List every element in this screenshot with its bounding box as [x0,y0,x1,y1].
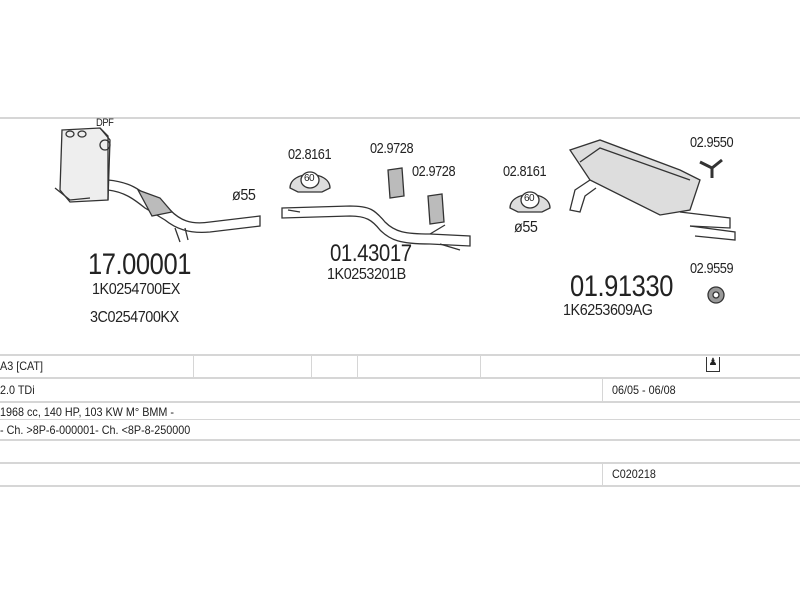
chassis-cell: - Ch. >8P-6-000001- Ch. <8P-8-250000 [0,423,191,437]
oem-number: 3C0254700KX [90,309,179,326]
specs-cell: 1968 cc, 140 HP, 103 KW M° BMM - [0,405,174,419]
part-number[interactable]: 01.91330 [570,270,673,303]
diameter-label: ø55 [514,219,538,236]
accessory-number[interactable]: 02.9728 [370,140,414,157]
clamp-size: 60 [304,173,315,184]
oem-number: 1K6253609AG [563,302,653,319]
rubber-hanger-icon [387,158,725,304]
code-cell: C020218 [612,467,656,481]
part-number[interactable]: 01.43017 [330,240,412,267]
clamp-icon [289,171,551,213]
oem-number: 1K0254700EX [92,281,180,298]
document-icon[interactable]: ♟ [706,357,720,372]
dpf-catalyst-drawing [54,127,261,243]
part-number[interactable]: 17.00001 [88,248,191,281]
dpf-label: DPF [96,117,114,129]
center-pipe-drawing [281,205,471,251]
oem-number: 1K0253201B [327,266,406,283]
clamp-size: 60 [524,193,535,204]
accessory-number[interactable]: 02.9728 [412,163,456,180]
engine-cell: 2.0 TDi [0,383,35,397]
diameter-label: ø55 [232,187,256,204]
accessory-number[interactable]: 02.8161 [503,163,547,180]
accessory-number[interactable]: 02.9559 [690,260,734,277]
years-cell: 06/05 - 06/08 [612,383,676,397]
exhaust-system-drawing [54,127,736,304]
rear-muffler-drawing [568,139,736,241]
accessory-number[interactable]: 02.8161 [288,146,332,163]
accessory-number[interactable]: 02.9550 [690,134,734,151]
model-cell: A3 [CAT] [0,359,44,373]
divider [0,117,800,119]
